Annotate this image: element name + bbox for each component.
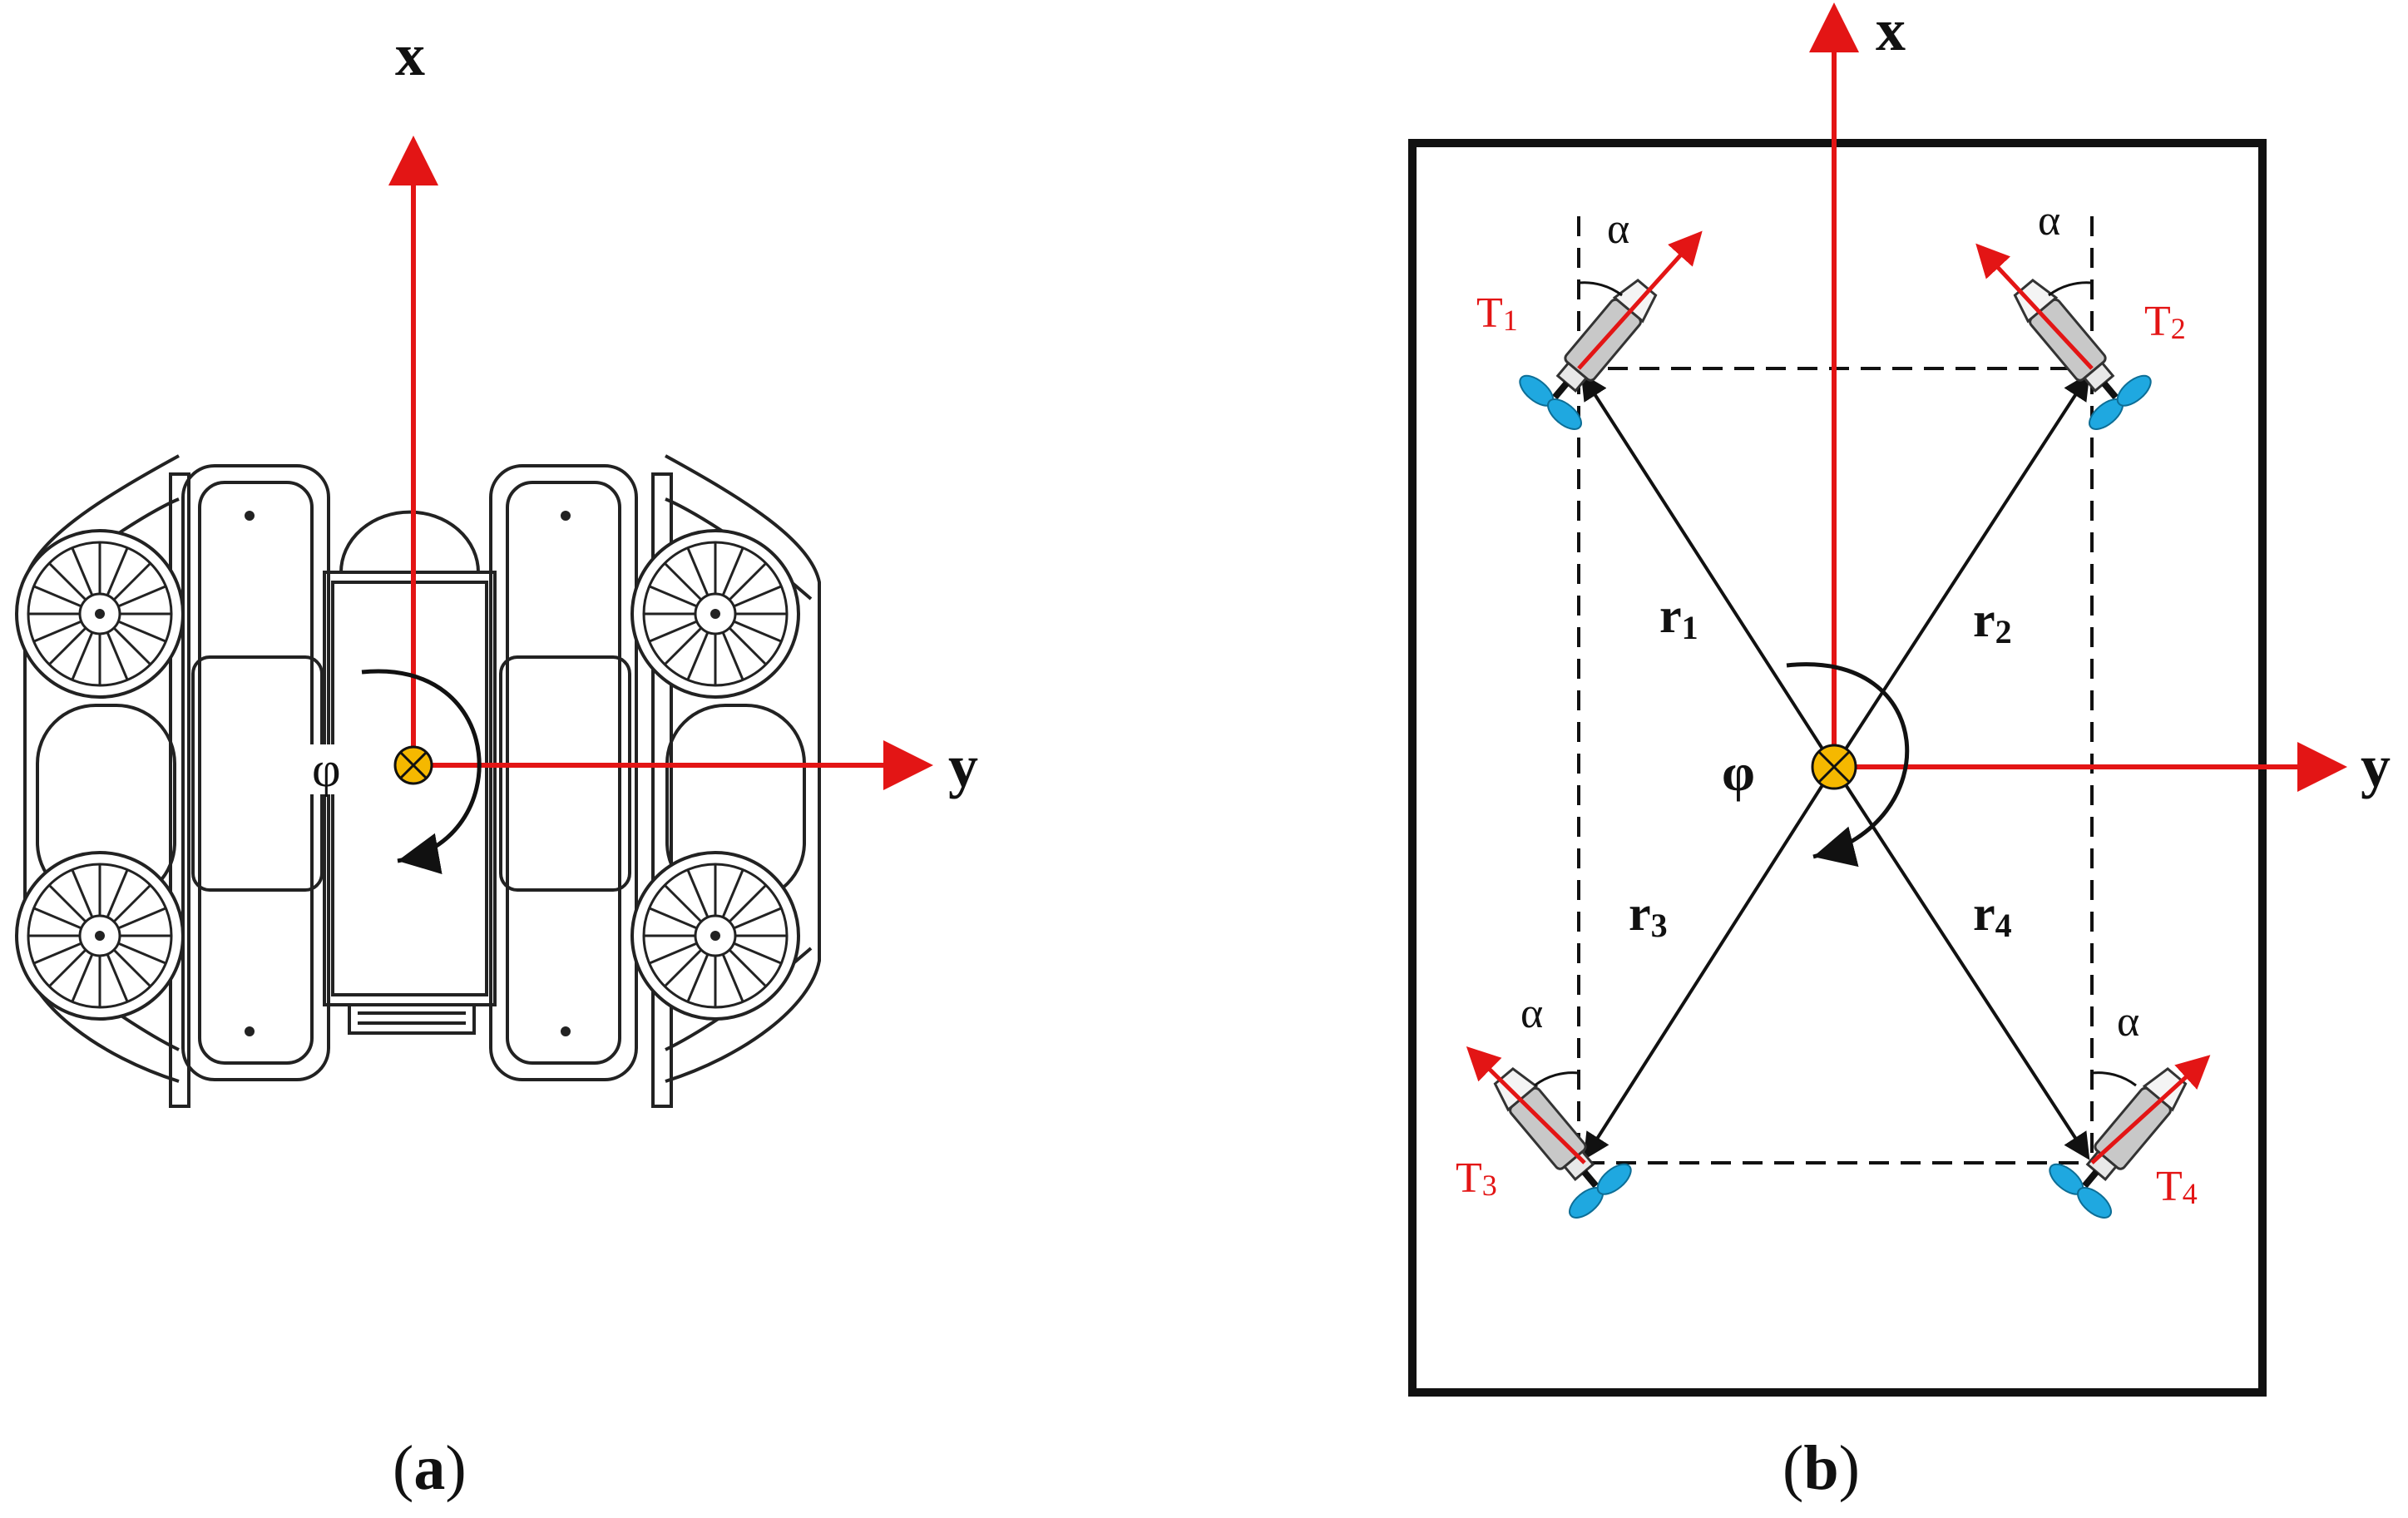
rotation-arrow-b — [1786, 662, 1910, 868]
r1-vector — [1580, 373, 1836, 769]
r2-label: r2 — [1973, 592, 2012, 650]
r3-vector — [1583, 765, 1836, 1160]
thrust-t3-arrow — [1466, 1046, 1586, 1164]
rotation-label: φ — [312, 742, 341, 797]
r3-label: r3 — [1629, 886, 1668, 944]
t1-label: T1 — [1476, 289, 1518, 337]
t4-label: T4 — [2156, 1163, 2198, 1210]
thrust-t1-arrow — [1577, 230, 1703, 370]
alpha-label-t3: α — [1520, 990, 1543, 1037]
panel-a: x y φ (a) — [15, 22, 978, 1503]
alpha-label-t4: α — [2117, 998, 2139, 1046]
rotation-arrow — [361, 669, 482, 874]
r1-label: r1 — [1659, 588, 1698, 646]
thrust-t4-arrow — [2090, 1055, 2211, 1164]
t2-label: T2 — [2144, 298, 2186, 345]
fan-top-right — [630, 529, 800, 699]
caption-b: (b) — [1783, 1433, 1860, 1503]
fan-bottom-left — [15, 851, 185, 1021]
r2-vector — [1832, 373, 2090, 769]
r4-vector — [1832, 765, 2090, 1160]
alpha-label-t2: α — [2038, 197, 2060, 245]
caption-a: (a) — [393, 1433, 467, 1503]
panel-b: x y φ r1 r2 r3 r4 T1 T2 T3 T4 α α α α (b… — [1408, 0, 2391, 1503]
fan-bottom-right — [630, 851, 800, 1021]
alpha-arcs — [1534, 281, 2137, 1087]
y-axis-label: y — [948, 733, 978, 799]
x-axis-label: x — [395, 22, 425, 88]
x-axis-label-b: x — [1876, 0, 1906, 63]
alpha-label-t1: α — [1607, 205, 1629, 253]
rotation-label-b: φ — [1722, 743, 1755, 802]
fan-top-left — [15, 529, 185, 699]
thrust-t2-arrow — [1975, 243, 2094, 370]
y-axis-label-b: y — [2361, 733, 2391, 799]
t3-label: T3 — [1456, 1155, 1497, 1202]
r4-label: r4 — [1973, 886, 2012, 944]
